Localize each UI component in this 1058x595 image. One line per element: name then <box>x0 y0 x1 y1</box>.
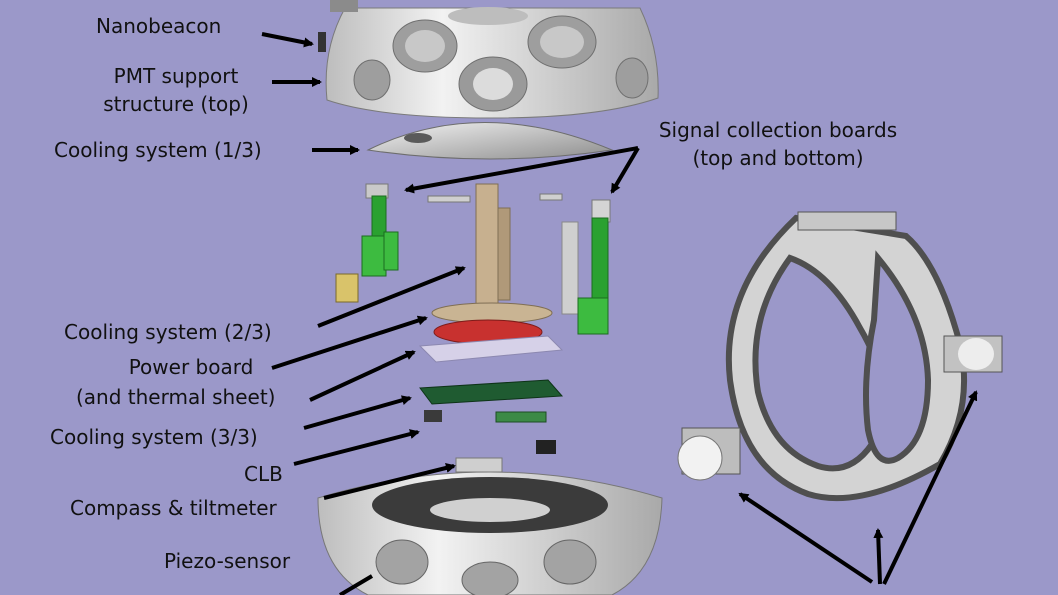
label-clb: CLB <box>244 462 283 486</box>
arrow-thermal-sheet <box>309 350 416 402</box>
label-compass-tiltmeter: Compass & tiltmeter <box>70 496 277 520</box>
clb-part <box>419 379 564 405</box>
label-nanobeacon: Nanobeacon <box>96 14 222 38</box>
label-cooling-system-1: Cooling system (1/3) <box>54 138 262 162</box>
arrow-roller-right <box>882 390 978 585</box>
arrow-roller-left <box>738 492 874 584</box>
label-power-board-line2: (and thermal sheet) <box>76 385 276 409</box>
compass-part <box>536 440 556 454</box>
small-plate <box>335 273 359 303</box>
arrow-signal-left <box>404 146 639 194</box>
arrow-power-board <box>271 315 428 370</box>
label-pmt-support-line1: PMT support <box>113 64 239 88</box>
arrow-frame-bottom <box>873 528 884 585</box>
thermal-sheet-part <box>418 335 564 363</box>
cooling-stem <box>431 183 553 324</box>
label-cooling-system-3: Cooling system (3/3) <box>50 425 258 449</box>
arrow-compass <box>323 463 456 500</box>
label-power-board-line1: Power board <box>128 355 254 379</box>
label-cooling-system-2: Cooling system (2/3) <box>64 320 272 344</box>
label-piezo-sensor: Piezo-sensor <box>164 549 291 573</box>
signal-board-right <box>577 199 611 335</box>
cooling-dome <box>366 122 614 160</box>
support-frame <box>725 214 967 502</box>
signal-board-left <box>361 183 399 277</box>
label-signal-boards-line1: Signal collection boards <box>658 118 898 142</box>
frame-roller-right <box>943 335 1003 373</box>
arrow-piezo <box>338 574 374 595</box>
arrow-cooling-2 <box>317 266 466 328</box>
arrow-nanobeacon <box>261 32 314 48</box>
frame-top-clamp <box>797 211 897 231</box>
arrow-signal-right <box>610 146 640 194</box>
frame-roller-left <box>677 427 741 481</box>
arrow-clb <box>293 429 420 466</box>
bottom-hemisphere <box>317 471 663 595</box>
label-signal-boards-line2: (top and bottom) <box>692 146 864 170</box>
annotation-arrows <box>261 32 978 585</box>
pmt-support-top <box>325 0 659 119</box>
label-pmt-support-line2: structure (top) <box>103 92 249 116</box>
arrow-cooling-3 <box>303 395 412 430</box>
nanobeacon-part <box>318 32 326 52</box>
